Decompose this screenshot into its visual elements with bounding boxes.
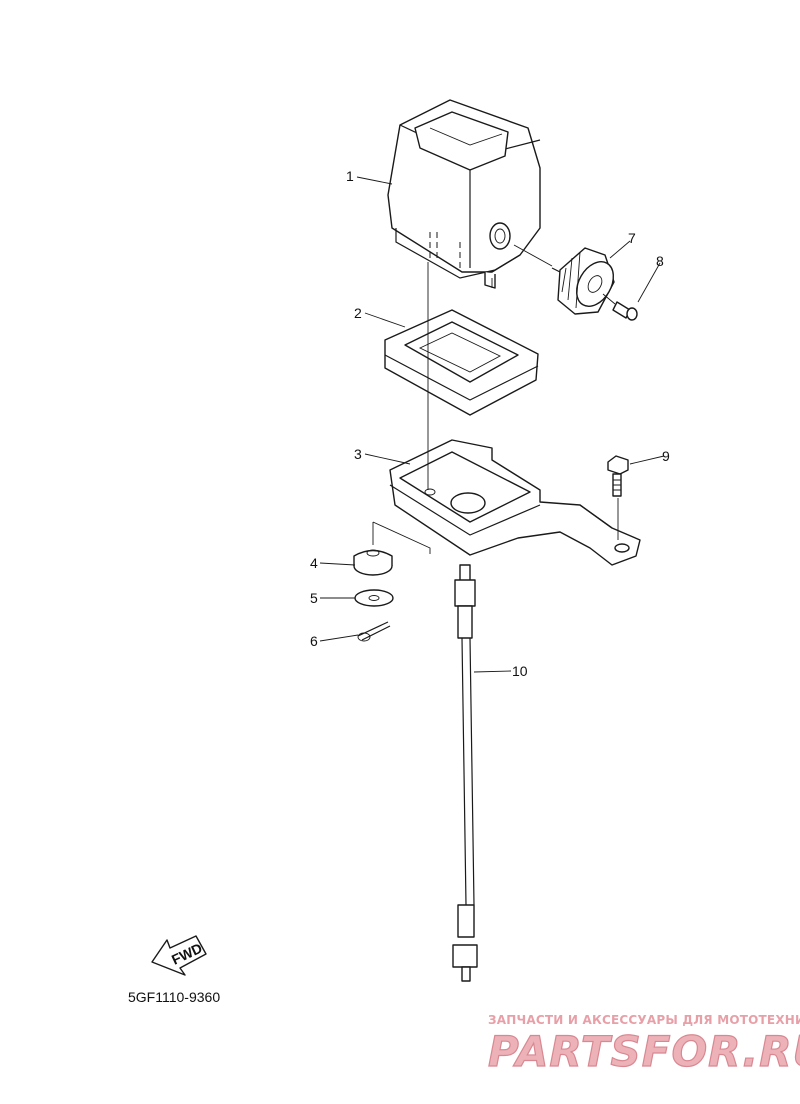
part-1-meter-housing	[387, 99, 541, 289]
callout-2: 2	[354, 305, 362, 321]
callout-7: 7	[628, 230, 636, 246]
part-2-gasket	[384, 309, 539, 416]
leader-lines	[319, 176, 665, 673]
fwd-arrow-icon: FWD	[151, 935, 207, 976]
watermark-logo: PARTSFOR.RU	[488, 1027, 800, 1076]
callout-1: 1	[346, 168, 354, 184]
part-4-grommet	[353, 549, 393, 576]
callout-3: 3	[354, 446, 362, 462]
alignment-lines	[372, 244, 619, 554]
callout-6: 6	[310, 633, 318, 649]
callout-4: 4	[310, 555, 318, 571]
part-5-washer	[354, 589, 394, 607]
part-9-bolt	[607, 455, 629, 497]
part-10-meter-cable	[452, 564, 478, 982]
watermark: ЗАПЧАСТИ И АКСЕССУАРЫ ДЛЯ МОТОТЕХНИКИ PA…	[487, 1013, 800, 1077]
callout-10: 10	[512, 663, 528, 679]
part-8-screw	[612, 301, 638, 321]
callout-5: 5	[310, 590, 318, 606]
diagram-code: 5GF1110-9360	[128, 989, 220, 1005]
callout-labels: 1 2 3 4 5 6 7 8 9 10	[310, 168, 670, 679]
callout-8: 8	[656, 253, 664, 269]
callout-9: 9	[662, 448, 670, 464]
part-3-bracket	[389, 439, 641, 566]
part-6-clip	[357, 621, 391, 642]
watermark-tagline: ЗАПЧАСТИ И АКСЕССУАРЫ ДЛЯ МОТОТЕХНИКИ	[488, 1013, 800, 1027]
